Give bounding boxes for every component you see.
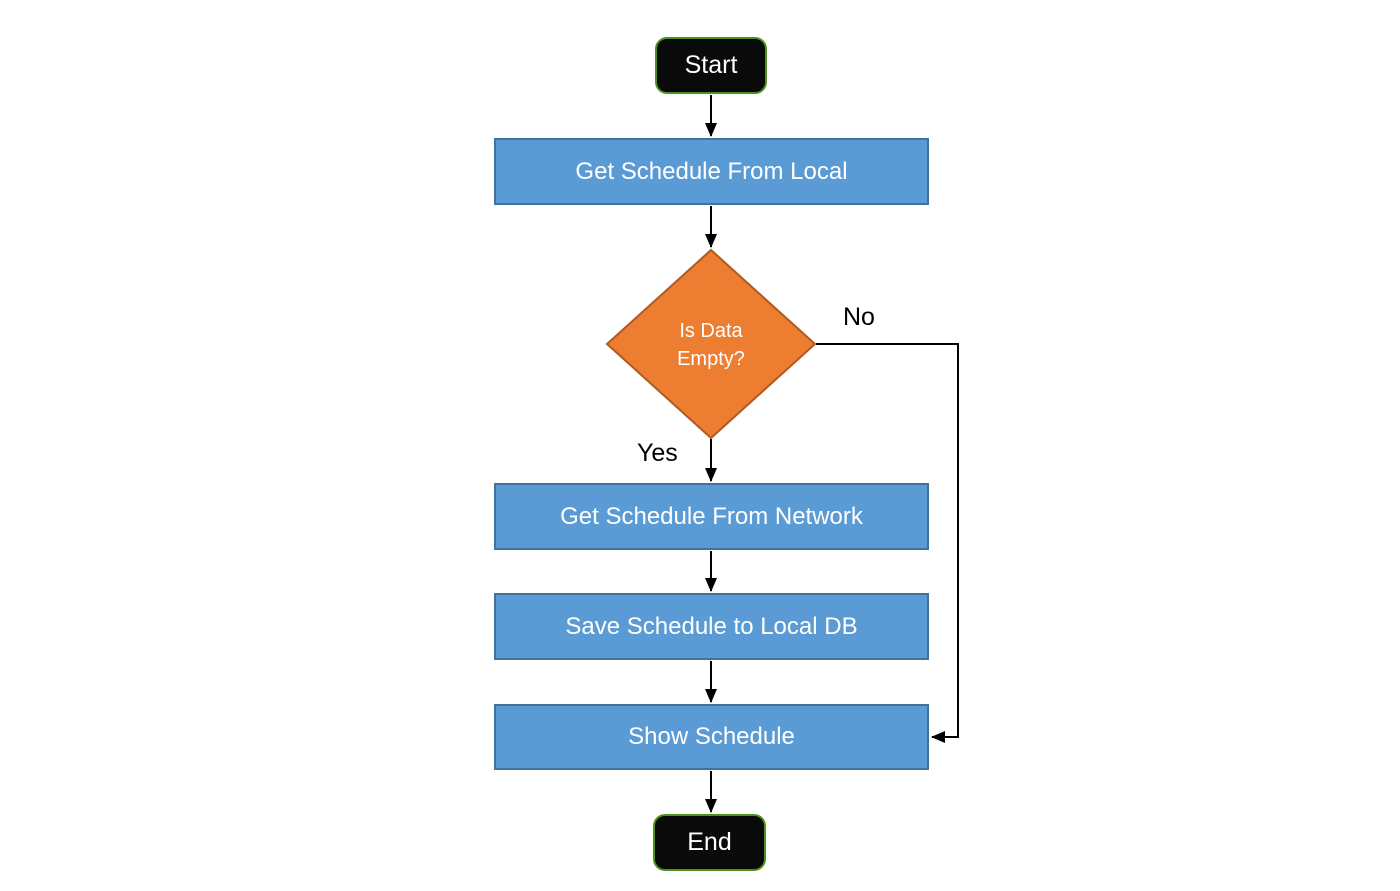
node-end-label: End [687, 828, 732, 856]
edge-label-yes: Yes [637, 439, 678, 467]
decision-diamond-shape [605, 248, 817, 440]
node-get-schedule-from-local: Get Schedule From Local [494, 138, 929, 205]
node-save-schedule-to-local-db: Save Schedule to Local DB [494, 593, 929, 660]
node-get-schedule-from-network-label: Get Schedule From Network [560, 502, 863, 530]
node-show-schedule: Show Schedule [494, 704, 929, 770]
node-start: Start [655, 37, 767, 94]
node-is-data-empty-label: Is Data Empty? [677, 320, 745, 370]
node-is-data-empty: Is Data Empty? [636, 314, 786, 376]
node-show-schedule-label: Show Schedule [628, 723, 795, 750]
node-get-schedule-from-local-label: Get Schedule From Local [575, 157, 848, 185]
node-end: End [653, 814, 766, 871]
node-get-schedule-from-network: Get Schedule From Network [494, 483, 929, 550]
node-save-schedule-to-local-db-label: Save Schedule to Local DB [565, 612, 858, 640]
edge-decision-no-to-show-schedule [816, 343, 959, 743]
node-start-label: Start [684, 51, 738, 79]
edge-label-no: No [843, 303, 875, 331]
